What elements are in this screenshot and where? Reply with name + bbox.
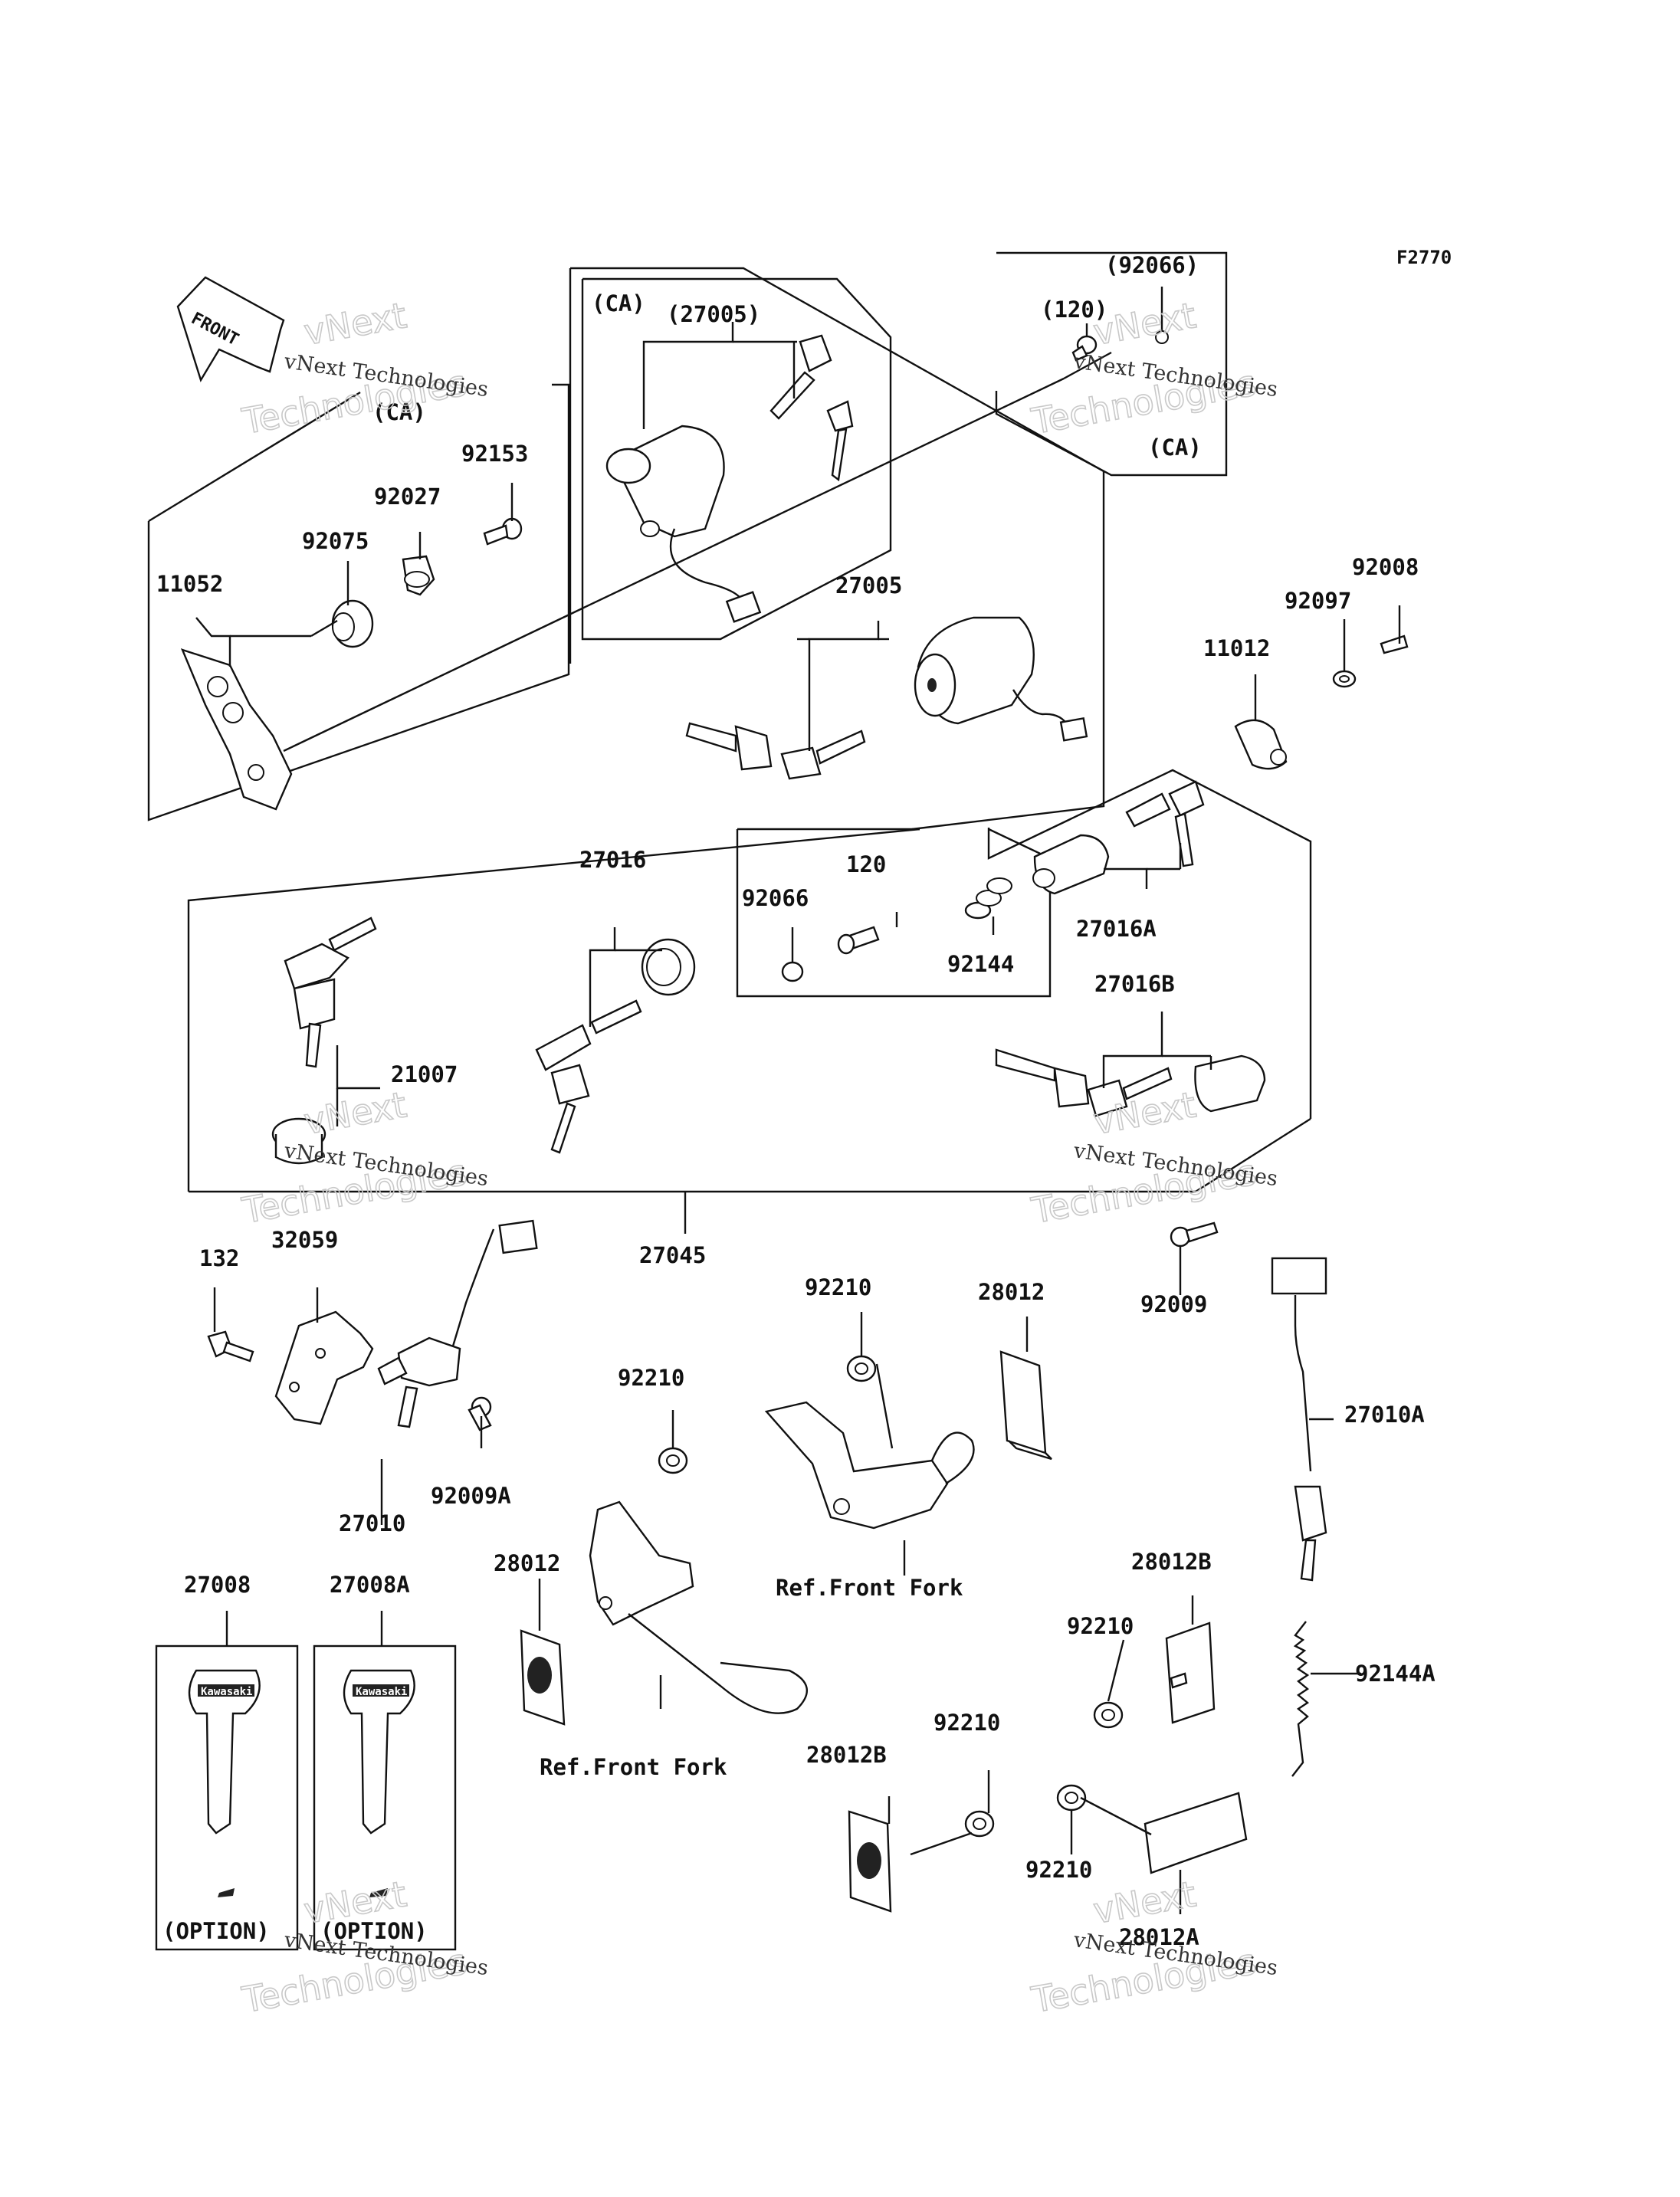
label-120: 120	[846, 851, 886, 877]
label-28012-2: 28012	[494, 1550, 560, 1576]
label-ref-front-fork-2: Ref.Front Fork	[540, 1754, 727, 1780]
label-92210-1: 92210	[805, 1274, 871, 1300]
spring-92144A-part	[1291, 1621, 1310, 1777]
label-92210-3: 92210	[1067, 1613, 1134, 1639]
label-ca-2: (CA)	[372, 399, 426, 425]
label-92210-4: 92210	[934, 1710, 1000, 1736]
ignition-switch-ca-part	[605, 334, 854, 623]
ignition-switch-27005-part	[685, 616, 1088, 780]
label-11052: 11052	[156, 571, 223, 597]
front-arrow-icon: FRONT	[176, 276, 285, 382]
label-28012B-2: 28012B	[806, 1742, 887, 1768]
nut-92210-part-4	[964, 1810, 995, 1838]
label-28012B-1: 28012B	[1131, 1549, 1212, 1575]
label-27016B: 27016B	[1094, 971, 1175, 997]
label-option-2: (OPTION)	[320, 1918, 428, 1944]
svg-text:vNext: vNext	[301, 294, 410, 353]
label-92097: 92097	[1285, 588, 1351, 614]
collar-92027-part	[402, 555, 435, 596]
label-132: 132	[199, 1245, 239, 1271]
stay-bracket-part-2	[589, 1500, 809, 1714]
plate-28012-part-1	[999, 1350, 1052, 1461]
label-27010A: 27010A	[1344, 1402, 1425, 1428]
plate-28012B-part-1	[1165, 1622, 1216, 1724]
label-option-1: (OPTION)	[162, 1918, 270, 1944]
label-11012: 11012	[1203, 635, 1270, 661]
label-27045: 27045	[639, 1242, 706, 1268]
label-92066: 92066	[742, 885, 809, 911]
label-27010: 27010	[339, 1510, 405, 1536]
leader-lines	[195, 287, 1401, 1914]
label-28012-1: 28012	[978, 1279, 1045, 1305]
label-28012A: 28012A	[1119, 1924, 1199, 1950]
lock-27016B-part	[995, 1048, 1266, 1117]
screw-120-ca-part	[1071, 330, 1169, 362]
screw-92008-part	[1380, 635, 1409, 654]
screw-92009-part	[1170, 1221, 1219, 1248]
plate-28012B-part-2	[848, 1810, 892, 1913]
label-92066-ca: (92066)	[1105, 252, 1199, 278]
label-27008: 27008	[184, 1572, 251, 1598]
plate-11012-part	[1234, 719, 1288, 770]
cap-92066-part	[781, 961, 804, 982]
option-key-27008-box: Kawasaki	[155, 1644, 299, 1951]
plate-28012A-part	[1144, 1792, 1248, 1874]
figure-code: F2770	[1396, 247, 1452, 268]
label-27005-ca: (27005)	[667, 301, 760, 327]
label-ref-front-fork-1: Ref.Front Fork	[776, 1575, 963, 1601]
bolt-92153-part	[483, 517, 523, 546]
svg-text:vNext: vNext	[1091, 1873, 1199, 1932]
switch-27010A-part	[1271, 1257, 1327, 1582]
label-92008: 92008	[1352, 554, 1419, 580]
nut-92210-part-2	[658, 1447, 688, 1474]
part-labels: F2770 (CA) (27005) (92066) (120) (CA) (C…	[156, 247, 1452, 1950]
watermark-6: vNext Technologies vNext Technologies	[1028, 1873, 1279, 2022]
label-92210-2: 92210	[618, 1365, 684, 1391]
bracket-11052-part	[180, 648, 293, 811]
label-92075: 92075	[302, 528, 369, 554]
label-21007: 21007	[391, 1061, 458, 1087]
label-27016: 27016	[579, 847, 646, 873]
option-key-27008A-box: Kawasaki	[313, 1644, 457, 1951]
label-ca-3: (CA)	[1148, 434, 1202, 461]
plate-28012-part-2	[520, 1629, 566, 1726]
nut-92210-part-1	[846, 1355, 877, 1382]
switch-27010-part	[377, 1219, 538, 1428]
spring-92144-part	[964, 877, 1012, 920]
damper-92075-part	[331, 599, 374, 648]
key-brand-logo-2: Kawasaki	[356, 1686, 407, 1698]
group-frames	[147, 251, 1312, 1193]
bracket-32059-part	[274, 1310, 374, 1425]
screw-120-part	[837, 926, 880, 955]
label-92009: 92009	[1140, 1291, 1207, 1317]
label-92210-5: 92210	[1025, 1857, 1092, 1883]
label-ca-1: (CA)	[592, 290, 645, 316]
nut-92210-part-3	[1093, 1701, 1124, 1729]
label-92009A: 92009A	[431, 1483, 511, 1509]
label-32059: 32059	[271, 1227, 338, 1253]
lock-27016A-part	[1032, 780, 1205, 895]
label-92027: 92027	[374, 484, 441, 510]
label-92153: 92153	[461, 441, 528, 467]
bolt-132-part	[207, 1330, 254, 1362]
label-27008A: 27008A	[330, 1572, 410, 1598]
stay-bracket-part-1	[764, 1401, 975, 1530]
watermark-5: vNext Technologies vNext Technologies	[238, 1873, 490, 2022]
label-92144: 92144	[947, 951, 1014, 977]
lock-cap-21007-part	[271, 917, 377, 1165]
label-27016A: 27016A	[1076, 916, 1157, 942]
svg-text:vNext: vNext	[301, 1084, 410, 1143]
screw-92009A-part	[468, 1396, 492, 1431]
washer-92097-part	[1332, 670, 1357, 688]
label-92144A: 92144A	[1355, 1661, 1436, 1687]
label-27005: 27005	[835, 572, 902, 598]
key-brand-logo-1: Kawasaki	[201, 1686, 252, 1698]
lock-27016-part	[535, 938, 696, 1154]
label-120-ca: (120)	[1041, 297, 1107, 323]
